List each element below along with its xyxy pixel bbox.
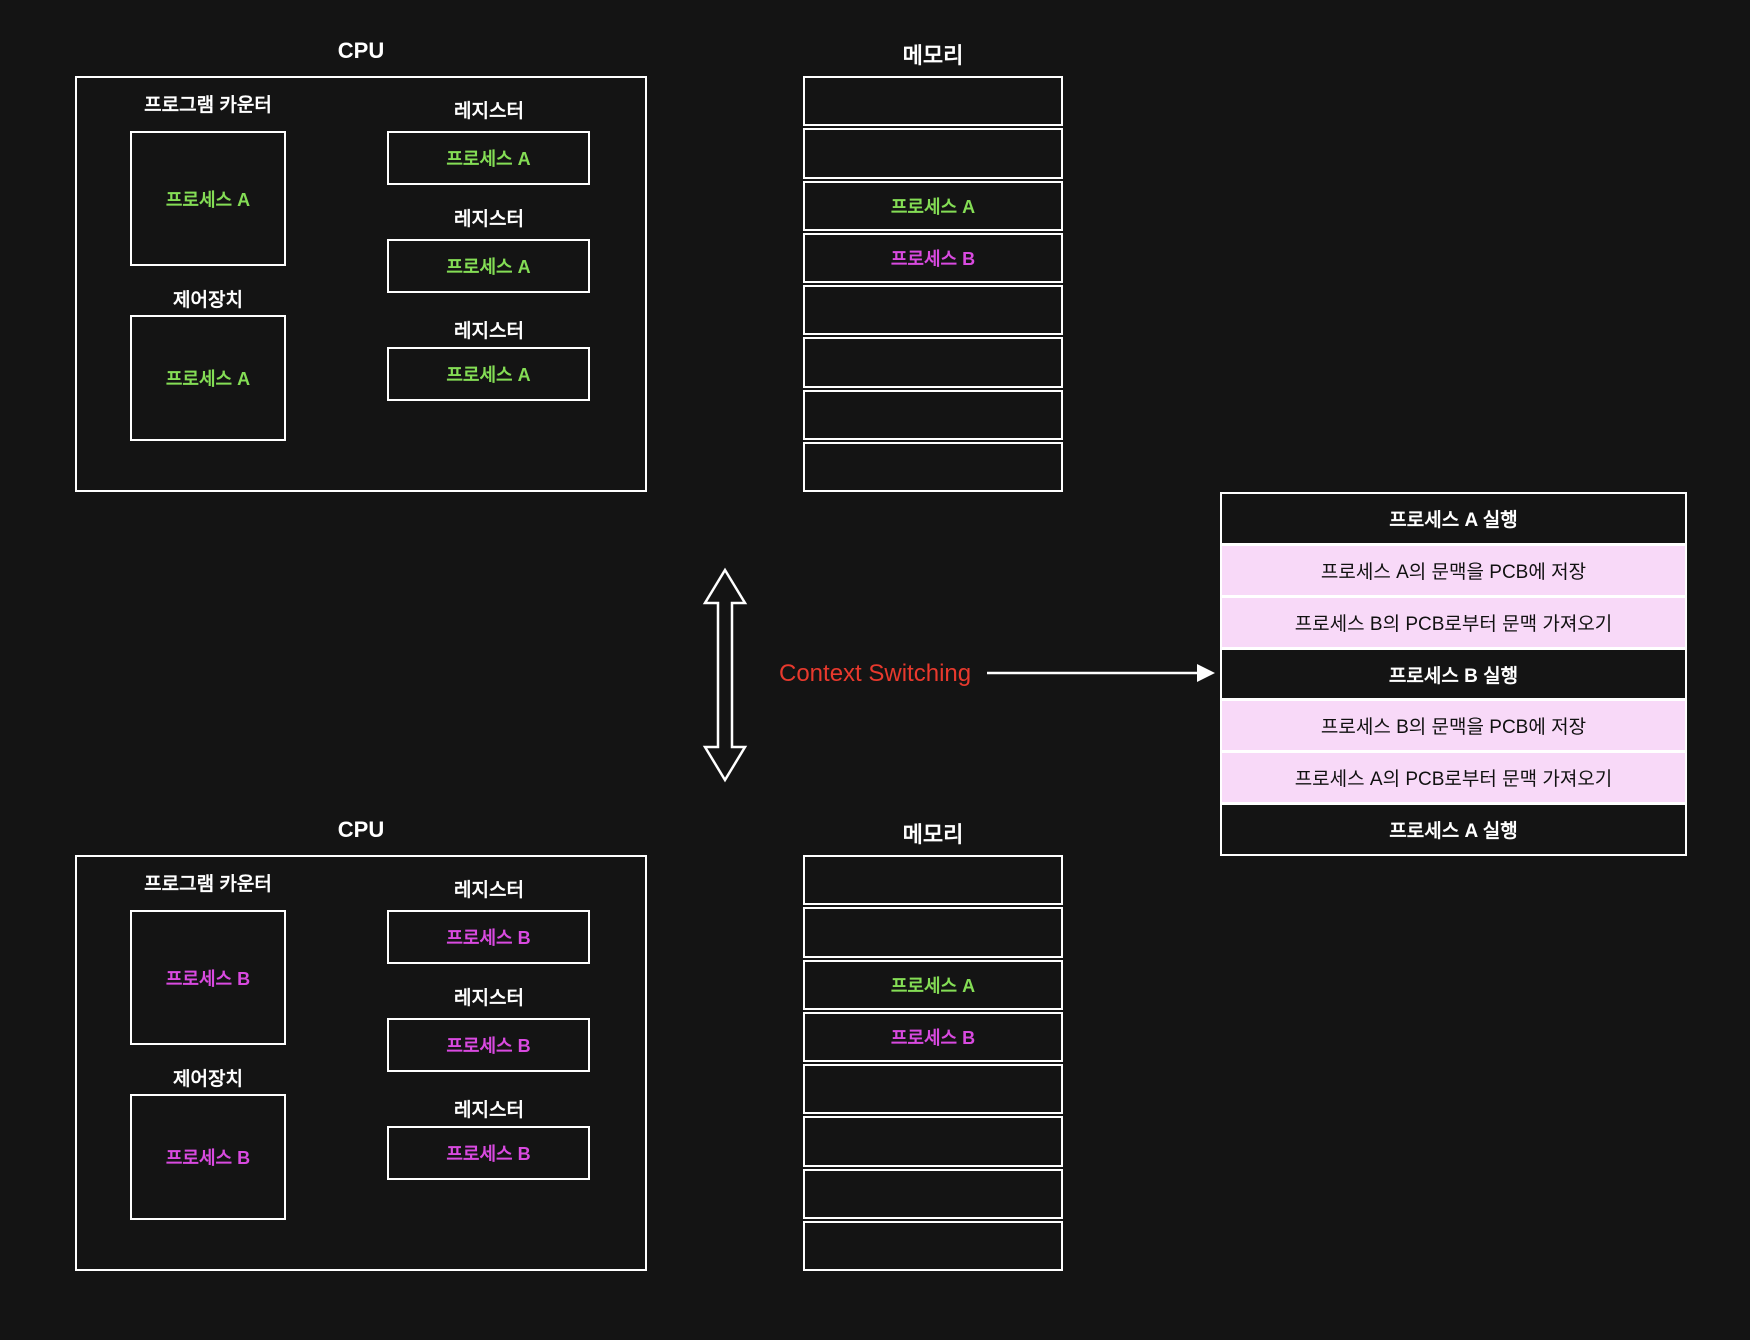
control-unit-value: 프로세스 A	[165, 369, 251, 389]
memory-row	[803, 337, 1063, 388]
horizontal-arrow-icon	[987, 664, 1215, 682]
register-value: 프로세스 B	[446, 928, 531, 948]
register-label: 레지스터	[454, 101, 524, 122]
pcb-step-row: 프로세스 A 실행	[1222, 802, 1685, 855]
register-value: 프로세스 A	[446, 257, 531, 277]
register-value: 프로세스 B	[446, 1144, 531, 1164]
memory-row	[803, 1064, 1063, 1115]
pcb-step-row: 프로세스 B 실행	[1222, 646, 1685, 699]
memory-row	[803, 441, 1063, 492]
memory-row-process-b: 프로세스 B	[803, 232, 1063, 283]
program-counter-box: 프로세스 B	[130, 910, 286, 1045]
pcb-step-row: 프로세스 A의 PCB로부터 문맥 가져오기	[1222, 750, 1685, 803]
memory-row	[803, 1220, 1063, 1271]
pcb-steps-table: 프로세스 A 실행 프로세스 A의 문맥을 PCB에 저장 프로세스 B의 PC…	[1220, 492, 1687, 856]
memory-title-bottom: 메모리	[902, 822, 964, 847]
register-box: 프로세스 A	[387, 347, 590, 401]
register-value: 프로세스 A	[446, 365, 531, 385]
vertical-double-arrow-icon	[702, 567, 748, 783]
register-value: 프로세스 A	[446, 149, 531, 169]
control-unit-box: 프로세스 A	[130, 315, 286, 441]
memory-stack-bottom: 프로세스 A 프로세스 B	[803, 855, 1063, 1271]
cpu-title-top: CPU	[337, 38, 385, 63]
memory-row	[803, 76, 1063, 127]
memory-row	[803, 855, 1063, 906]
register-label: 레지스터	[454, 321, 524, 342]
program-counter-box: 프로세스 A	[130, 131, 286, 266]
context-switching-label: Context Switching	[779, 660, 972, 687]
program-counter-value: 프로세스 A	[165, 189, 251, 210]
memory-row	[803, 128, 1063, 179]
memory-title-top: 메모리	[902, 43, 964, 68]
memory-row	[803, 285, 1063, 336]
memory-row	[803, 1168, 1063, 1219]
memory-row	[803, 907, 1063, 958]
register-label: 레지스터	[454, 988, 524, 1009]
register-box: 프로세스 B	[387, 910, 590, 964]
register-box: 프로세스 A	[387, 131, 590, 185]
register-box: 프로세스 A	[387, 239, 590, 293]
control-unit-value: 프로세스 B	[165, 1148, 251, 1168]
cpu-box-bottom: 프로그램 카운터 프로세스 B 제어장치 프로세스 B 레지스터 프로세스 B …	[75, 855, 647, 1271]
register-label: 레지스터	[454, 1100, 524, 1121]
memory-row-process-b: 프로세스 B	[803, 1011, 1063, 1062]
cpu-box-top: 프로그램 카운터 프로세스 A 제어장치 프로세스 A 레지스터 프로세스 A …	[75, 76, 647, 492]
pcb-step-row: 프로세스 B의 PCB로부터 문맥 가져오기	[1222, 594, 1685, 647]
control-unit-box: 프로세스 B	[130, 1094, 286, 1220]
control-unit-label: 제어장치	[173, 290, 243, 311]
control-unit-label: 제어장치	[173, 1069, 243, 1090]
memory-row	[803, 1116, 1063, 1167]
register-box: 프로세스 B	[387, 1126, 590, 1180]
program-counter-label: 프로그램 카운터	[144, 95, 272, 116]
program-counter-label: 프로그램 카운터	[144, 874, 272, 895]
register-value: 프로세스 B	[446, 1036, 531, 1056]
register-label: 레지스터	[454, 880, 524, 901]
memory-stack-top: 프로세스 A 프로세스 B	[803, 76, 1063, 492]
memory-row	[803, 389, 1063, 440]
register-box: 프로세스 B	[387, 1018, 590, 1072]
pcb-step-row: 프로세스 A의 문맥을 PCB에 저장	[1222, 542, 1685, 595]
pcb-step-row: 프로세스 B의 문맥을 PCB에 저장	[1222, 698, 1685, 751]
register-label: 레지스터	[454, 209, 524, 230]
memory-row-process-a: 프로세스 A	[803, 959, 1063, 1010]
memory-row-process-a: 프로세스 A	[803, 180, 1063, 231]
program-counter-value: 프로세스 B	[165, 968, 251, 989]
cpu-title-bottom: CPU	[337, 817, 385, 842]
pcb-step-row: 프로세스 A 실행	[1222, 494, 1685, 543]
